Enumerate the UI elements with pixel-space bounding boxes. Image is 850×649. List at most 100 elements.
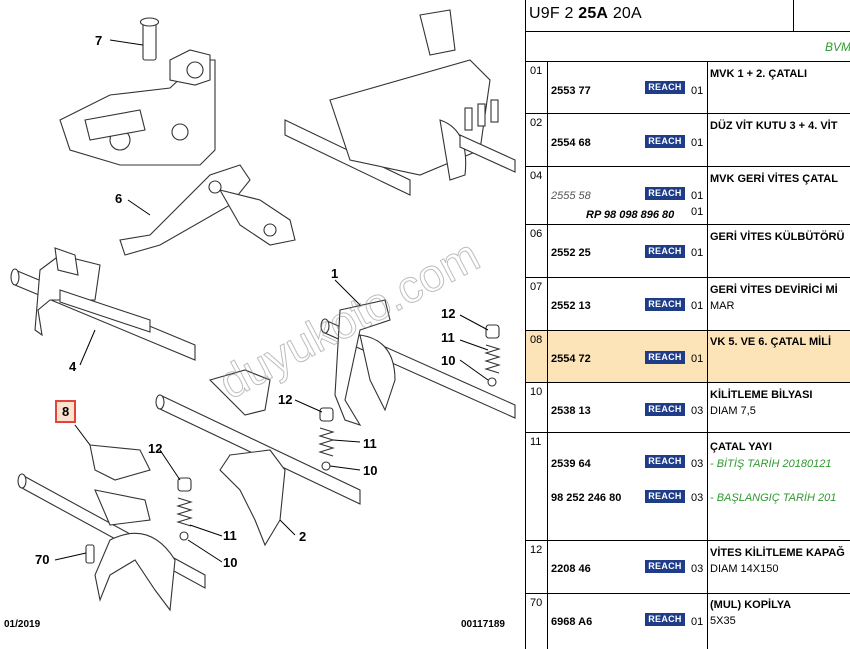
description-detail: MAR bbox=[710, 300, 735, 312]
table-row[interactable]: 06 2552 25 REACH 01 GERİ VİTES KÜLBÜTÖRÜ bbox=[526, 225, 850, 278]
index-cell: 12 bbox=[526, 541, 548, 593]
description: VİTES KİLİTLEME KAPAĞ bbox=[710, 547, 845, 559]
footer-reference: 00117189 bbox=[461, 619, 505, 630]
quantity: 03 bbox=[691, 563, 704, 575]
part-4-shaft bbox=[10, 247, 196, 361]
table-header-category: BVM bbox=[526, 32, 850, 62]
quantity: 01 bbox=[691, 190, 704, 202]
shift-assembly-upper bbox=[284, 9, 516, 196]
table-row[interactable]: 11 2539 64 REACH 03 98 252 246 80 REACH … bbox=[526, 433, 850, 541]
desc-divider bbox=[707, 331, 708, 382]
model-code: U9F 2 25A 20A bbox=[529, 5, 642, 23]
leader-lines bbox=[54, 39, 489, 563]
row-index: 12 bbox=[530, 544, 543, 556]
row-index: 10 bbox=[530, 386, 543, 398]
reach-badge: REACH bbox=[645, 187, 685, 200]
description: DÜZ VİT KUTU 3 + 4. VİT bbox=[710, 120, 838, 132]
table-row[interactable]: 07 2552 13 REACH 01 GERİ VİTES DEVİRİCİ … bbox=[526, 278, 850, 331]
callout-11-a[interactable]: 11 bbox=[441, 330, 455, 345]
index-cell: 04 bbox=[526, 167, 548, 224]
part-number[interactable]: 2539 64 bbox=[551, 458, 591, 470]
callout-10-a[interactable]: 10 bbox=[441, 353, 456, 368]
description: VK 5. VE 6. ÇATAL MİLİ bbox=[710, 336, 832, 348]
reach-badge: REACH bbox=[645, 245, 685, 258]
description: KİLİTLEME BİLYASI bbox=[710, 389, 813, 401]
quantity: 01 bbox=[691, 137, 704, 149]
part-number[interactable]: 6968 A6 bbox=[551, 616, 593, 628]
callout-12-a[interactable]: 12 bbox=[441, 306, 456, 321]
part-number[interactable]: 2554 68 bbox=[551, 137, 591, 149]
springs-balls bbox=[176, 324, 501, 541]
callout-11-b[interactable]: 11 bbox=[363, 436, 377, 451]
row-index: 06 bbox=[530, 228, 543, 240]
quantity-replacement: 01 bbox=[691, 206, 704, 218]
part-number[interactable]: 2552 25 bbox=[551, 247, 591, 259]
exploded-diagram: duyukoto.com 7 6 1 4 8 12 11 10 12 11 10… bbox=[4, 9, 516, 630]
description: MVK 1 + 2. ÇATALI bbox=[710, 68, 808, 80]
desc-divider bbox=[707, 62, 708, 113]
part-2-fork bbox=[155, 369, 361, 547]
description-detail: DIAM 7,5 bbox=[710, 405, 756, 417]
callout-12-b[interactable]: 12 bbox=[278, 392, 293, 407]
part-8-fork bbox=[17, 444, 206, 612]
parts-table: U9F 2 25A 20A BVM 01 2553 77 REACH 01 MV… bbox=[525, 0, 850, 649]
reach-badge: REACH bbox=[645, 81, 685, 94]
description: GERİ VİTES DEVİRİCİ Mİ bbox=[710, 284, 838, 296]
quantity: 01 bbox=[691, 247, 704, 259]
part-number[interactable]: 2554 72 bbox=[551, 353, 591, 365]
description: (MUL) KOPİLYA bbox=[710, 599, 792, 611]
reach-badge: REACH bbox=[645, 298, 685, 311]
callout-10-c[interactable]: 10 bbox=[223, 555, 238, 570]
row-index: 70 bbox=[530, 597, 543, 609]
desc-divider bbox=[707, 167, 708, 224]
replacement-part-number[interactable]: RP 98 098 896 80 bbox=[586, 209, 675, 221]
description: GERİ VİTES KÜLBÜTÖRÜ bbox=[710, 231, 845, 243]
header-divider bbox=[793, 0, 794, 32]
quantity: 03 bbox=[691, 405, 704, 417]
model-code-suffix: 20A bbox=[608, 5, 642, 22]
reach-badge: REACH bbox=[645, 560, 685, 573]
desc-divider bbox=[707, 594, 708, 649]
callout-1[interactable]: 1 bbox=[331, 266, 339, 281]
description: MVK GERİ VİTES ÇATAL bbox=[710, 173, 838, 185]
table-row[interactable]: 10 2538 13 REACH 03 KİLİTLEME BİLYASI DI… bbox=[526, 383, 850, 433]
part-number[interactable]: 2553 77 bbox=[551, 85, 591, 97]
table-row[interactable]: 01 2553 77 REACH 01 MVK 1 + 2. ÇATALI bbox=[526, 62, 850, 114]
desc-divider bbox=[707, 541, 708, 593]
quantity: 01 bbox=[691, 353, 704, 365]
table-row-selected[interactable]: 08 2554 72 REACH 01 VK 5. VE 6. ÇATAL Mİ… bbox=[526, 331, 850, 383]
desc-divider bbox=[707, 433, 708, 540]
callout-7[interactable]: 7 bbox=[95, 33, 103, 48]
part-number[interactable]: 2552 13 bbox=[551, 300, 591, 312]
reach-badge: REACH bbox=[645, 351, 685, 364]
table-row[interactable]: 02 2554 68 REACH 01 DÜZ VİT KUTU 3 + 4. … bbox=[526, 114, 850, 167]
part-7-pin bbox=[139, 17, 160, 61]
table-row[interactable]: 04 2555 58 REACH 01 RP 98 098 896 80 01 … bbox=[526, 167, 850, 225]
callout-11-c[interactable]: 11 bbox=[223, 528, 237, 543]
callout-70[interactable]: 70 bbox=[35, 552, 50, 567]
table-row[interactable]: 12 2208 46 REACH 03 VİTES KİLİTLEME KAPA… bbox=[526, 541, 850, 594]
index-cell: 08 bbox=[526, 331, 548, 382]
callout-8-highlighted[interactable]: 8 bbox=[55, 400, 77, 423]
reach-badge: REACH bbox=[645, 613, 685, 626]
row-index: 04 bbox=[530, 170, 543, 182]
part-number[interactable]: 2538 13 bbox=[551, 405, 591, 417]
quantity-new: 03 bbox=[691, 492, 704, 504]
model-code-bold: 25A bbox=[578, 5, 609, 22]
callout-2[interactable]: 2 bbox=[299, 529, 307, 544]
part-6-lever bbox=[119, 164, 296, 256]
footer-date: 01/2019 bbox=[4, 619, 41, 630]
end-date-note: - BİTİŞ TARİH 20180121 bbox=[710, 458, 832, 470]
table-row[interactable]: 70 6968 A6 REACH 01 (MUL) KOPİLYA 5X35 bbox=[526, 594, 850, 649]
callout-12-c[interactable]: 12 bbox=[148, 441, 163, 456]
part-number-superseded[interactable]: 2555 58 bbox=[551, 190, 591, 202]
description-detail: DIAM 14X150 bbox=[710, 563, 779, 575]
desc-divider bbox=[707, 114, 708, 166]
callout-4[interactable]: 4 bbox=[69, 359, 77, 374]
callout-6[interactable]: 6 bbox=[115, 191, 123, 206]
row-index: 01 bbox=[530, 65, 543, 77]
callout-10-b[interactable]: 10 bbox=[363, 463, 378, 478]
quantity: 01 bbox=[691, 616, 704, 628]
part-number[interactable]: 2208 46 bbox=[551, 563, 591, 575]
part-number-new[interactable]: 98 252 246 80 bbox=[551, 492, 622, 504]
